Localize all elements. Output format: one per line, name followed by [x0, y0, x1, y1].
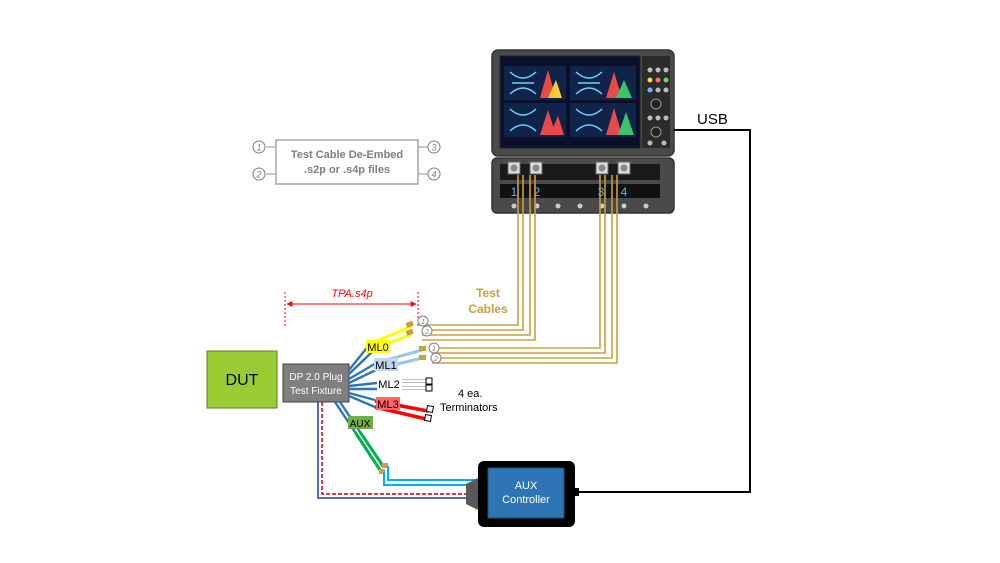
ml1-tag — [374, 358, 398, 371]
terminator-icon — [425, 377, 433, 385]
terminator-icon — [425, 404, 435, 414]
aux-label: AUX — [350, 419, 371, 430]
cable-port-1a: 1 — [421, 319, 425, 326]
aux-controller-label-1: AUX — [515, 480, 538, 492]
aux-controller-panel — [487, 467, 565, 519]
terminators-label-2: Terminators — [440, 402, 498, 414]
scope-channel-4: 4 — [621, 185, 628, 199]
ml2-label: ML2 — [378, 379, 399, 391]
cable-port-1b: 1 — [432, 346, 436, 353]
terminator-icon — [425, 384, 433, 392]
deembed-box — [275, 139, 419, 185]
usb-label: USB — [697, 111, 728, 128]
deembed-subtitle: .s2p or .s4p files — [304, 164, 390, 176]
fixture-label-2: Test Fixture — [290, 386, 342, 397]
cable-port-2b: 2 — [433, 356, 438, 363]
tpa-label: TPA.s4p — [331, 288, 372, 300]
scope-waveforms — [504, 66, 636, 137]
scope-channel-2: 2 — [534, 185, 541, 199]
deembed-title: Test Cable De-Embed — [291, 149, 403, 161]
deembed-block: Test Cable De-Embed .s2p or .s4p files 1… — [252, 139, 441, 185]
ml2-tag — [377, 377, 402, 390]
scope-knobs — [647, 67, 669, 146]
deembed-port-1 — [252, 140, 266, 154]
dut-label: DUT — [226, 372, 259, 389]
fixture-box — [282, 363, 350, 403]
deembed-port-4 — [427, 167, 441, 181]
terminator-icon — [423, 413, 433, 423]
terminators-label-1: 4 ea. — [458, 388, 482, 400]
deembed-port-4-label: 4 — [431, 170, 436, 180]
scope-input-connectors — [507, 161, 631, 175]
dut-aux-link — [317, 402, 470, 499]
cable-port-2a: 2 — [424, 329, 429, 336]
aux-tag — [348, 416, 373, 429]
dut-box — [206, 350, 278, 409]
test-cables — [422, 175, 618, 364]
test-cables-label-2: Cables — [468, 302, 508, 316]
ml3-tag — [376, 397, 400, 410]
deembed-port-2-label: 2 — [255, 170, 261, 180]
deembed-port-3 — [427, 140, 441, 154]
deembed-port-1-label: 1 — [256, 143, 261, 153]
scope-bottom-ports — [511, 203, 649, 209]
ml1-label: ML1 — [375, 360, 396, 372]
aux-connector — [466, 478, 478, 510]
scope-input-bar — [500, 164, 660, 180]
deembed-port-3-label: 3 — [431, 143, 436, 153]
test-cables-label-1: Test — [476, 286, 500, 300]
usb-cable — [575, 129, 751, 493]
fixture-label-1: DP 2.0 Plug — [289, 372, 342, 383]
aux-link — [383, 466, 476, 492]
scope-channel-1: 1 — [511, 185, 518, 199]
ml3-label: ML3 — [377, 399, 398, 411]
scope-channel-3: 3 — [598, 185, 605, 199]
ml0-tag — [366, 340, 390, 353]
scope-channel-bar — [500, 184, 660, 198]
deembed-port-2 — [252, 167, 266, 181]
aux-controller-label-2: Controller — [502, 494, 550, 506]
usb-port — [573, 488, 579, 496]
aux-cable — [353, 431, 388, 474]
cable-port-markers — [417, 315, 442, 364]
ml0-label: ML0 — [367, 342, 388, 354]
oscilloscope: 1 2 3 4 — [491, 49, 675, 214]
